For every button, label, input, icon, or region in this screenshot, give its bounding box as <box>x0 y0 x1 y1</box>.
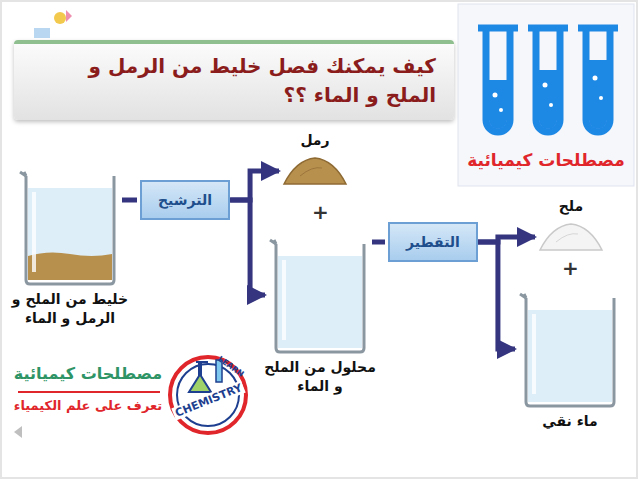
beaker-drawing <box>268 236 372 354</box>
nav-icon <box>14 426 22 438</box>
beaker: ماء نقي <box>508 290 632 431</box>
process-arrow <box>478 242 515 349</box>
substance-label: ماء نقي <box>508 412 632 431</box>
beaker: محلول من الملح و الماء <box>258 236 382 396</box>
process-arrow <box>230 200 265 295</box>
pile-drawing <box>538 220 604 254</box>
process-arrow <box>372 240 385 245</box>
process-label: الترشيح <box>158 192 212 208</box>
pile-drawing <box>282 154 348 188</box>
substance-label: خليط من الملح و الرمل و الماء <box>8 290 132 328</box>
title-text: كيف يمكنك فصل خليط من الرمل و الملح و ال… <box>32 52 436 110</box>
plus-sign: + <box>312 200 329 224</box>
logo-text: مصطلحات كيميائية <box>14 364 162 383</box>
logo-text: مصطلحات كيميائية <box>467 150 625 170</box>
substance-label: رمل <box>282 132 348 148</box>
process-label: التقطير <box>406 234 460 250</box>
logo-tagline: تعرف على علم الكيمياء <box>14 398 162 413</box>
divider-line <box>18 391 160 393</box>
substance-pile: ملح <box>538 198 604 254</box>
substance-pile: رمل <box>282 132 348 188</box>
beaker-drawing <box>518 290 622 408</box>
process-box: الترشيح <box>140 180 230 220</box>
process-arrow <box>122 198 137 203</box>
process-arrow <box>230 171 279 200</box>
process-box: التقطير <box>388 222 478 262</box>
title-banner: كيف يمكنك فصل خليط من الرمل و الملح و ال… <box>14 40 454 120</box>
beaker: خليط من الملح و الرمل و الماء <box>8 168 132 328</box>
beaker-drawing <box>18 168 122 286</box>
substance-label: محلول من الملح و الماء <box>258 358 382 396</box>
substance-label: ملح <box>538 198 604 214</box>
corner-icon <box>34 10 72 38</box>
plus-sign: + <box>562 256 579 280</box>
logo-panel <box>458 4 634 186</box>
